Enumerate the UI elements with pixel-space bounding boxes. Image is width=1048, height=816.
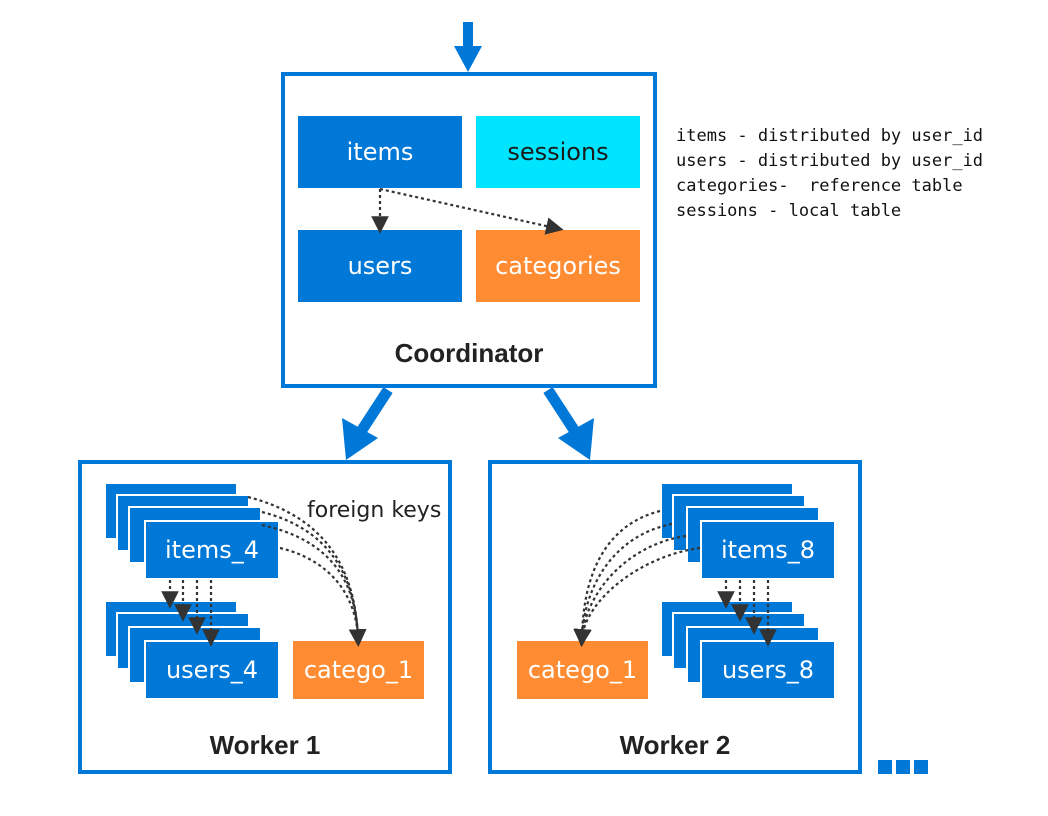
worker1-users-shard[interactable]: users_4	[144, 640, 280, 700]
worker1-title: Worker 1	[209, 730, 321, 760]
worker2-category[interactable]: catego_1	[517, 641, 648, 699]
worker1-category[interactable]: catego_1	[293, 641, 424, 699]
input-arrow-icon	[454, 22, 482, 72]
sessions-table[interactable]: sessions	[476, 116, 640, 188]
fk-w2-h	[574, 546, 701, 647]
legend-line: categories- reference table	[676, 176, 963, 196]
worker2-items-shard[interactable]: items_8	[700, 520, 836, 580]
fk-items-categories	[379, 187, 564, 235]
legend-line: items - distributed by user_id	[676, 126, 984, 146]
worker2-users-shard[interactable]: users_8	[700, 640, 836, 700]
worker2-title: Worker 2	[619, 730, 731, 760]
fk-w1-f	[261, 510, 367, 647]
fk-w1-e	[247, 495, 367, 647]
items-table[interactable]: items	[298, 116, 462, 188]
foreign-keys-label: foreign keys	[307, 498, 442, 523]
categories-table[interactable]: categories	[476, 230, 640, 302]
users-table[interactable]: users	[298, 230, 462, 302]
fk-w1-g	[261, 523, 367, 647]
fk-w1-h	[279, 546, 367, 647]
fk-w2-g	[573, 534, 687, 647]
legend-line: sessions - local table	[676, 201, 902, 221]
more-workers-icon	[878, 760, 928, 774]
worker1-items-shard[interactable]: items_4	[144, 520, 280, 580]
coordinator-title: Coordinator	[394, 338, 544, 368]
arrow-to-worker1-icon	[342, 387, 393, 460]
fk-w2-f	[573, 522, 673, 647]
legend-line: users - distributed by user_id	[676, 151, 984, 171]
arrow-to-worker2-icon	[543, 387, 594, 460]
fk-w2-e	[573, 509, 661, 647]
